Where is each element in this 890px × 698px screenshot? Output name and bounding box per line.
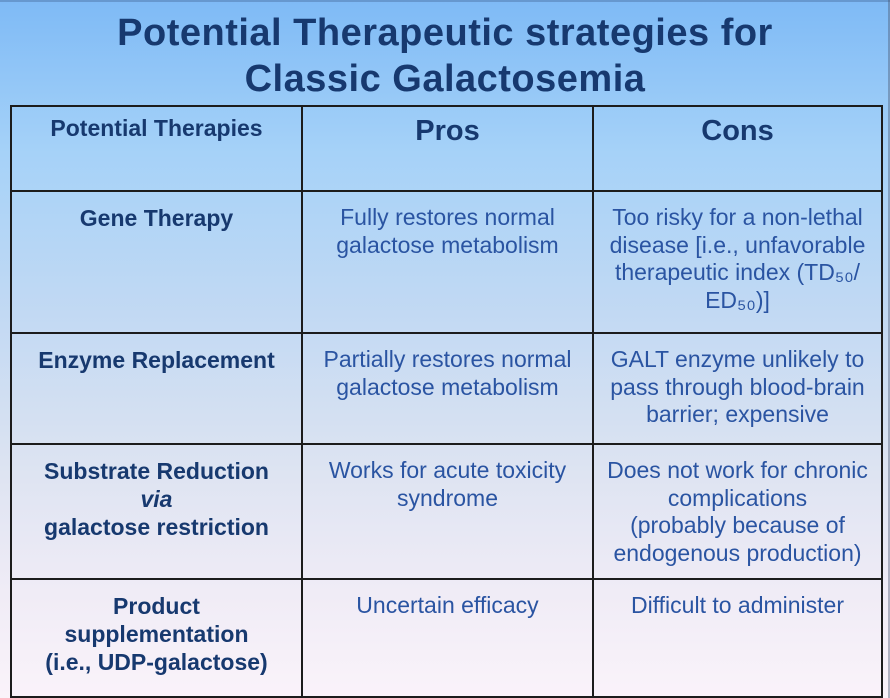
table-header-row: Potential Therapies Pros Cons — [10, 105, 883, 192]
table-row-gene-therapy: Gene Therapy Fully restores normal galac… — [10, 190, 883, 334]
cell-enzyme-replacement-cons: GALT enzyme unlikely to pass through blo… — [592, 332, 883, 445]
header-potential-therapies: Potential Therapies — [10, 105, 303, 192]
cell-gene-therapy-cons: Too risky for a non-lethal disease [i.e.… — [592, 190, 883, 334]
cell-product-supplementation-pros: Uncertain efficacy — [301, 578, 594, 698]
cell-gene-therapy-pros: Fully restores normal galactose metaboli… — [301, 190, 594, 334]
cell-enzyme-replacement-label: Enzyme Replacement — [10, 332, 303, 445]
therapies-table: Potential Therapies Pros Cons Gene Thera… — [10, 105, 883, 698]
table-row-enzyme-replacement: Enzyme Replacement Partially restores no… — [10, 332, 883, 445]
screen-edge-top — [0, 0, 890, 2]
cell-substrate-reduction-cons: Does not work for chronic complications(… — [592, 443, 883, 580]
cell-enzyme-replacement-pros: Partially restores normal galactose meta… — [301, 332, 594, 445]
cell-gene-therapy-label: Gene Therapy — [10, 190, 303, 334]
header-cons: Cons — [592, 105, 883, 192]
header-pros: Pros — [301, 105, 594, 192]
cell-product-supplementation-cons: Difficult to administer — [592, 578, 883, 698]
cell-substrate-reduction-pros: Works for acute toxicity syndrome — [301, 443, 594, 580]
